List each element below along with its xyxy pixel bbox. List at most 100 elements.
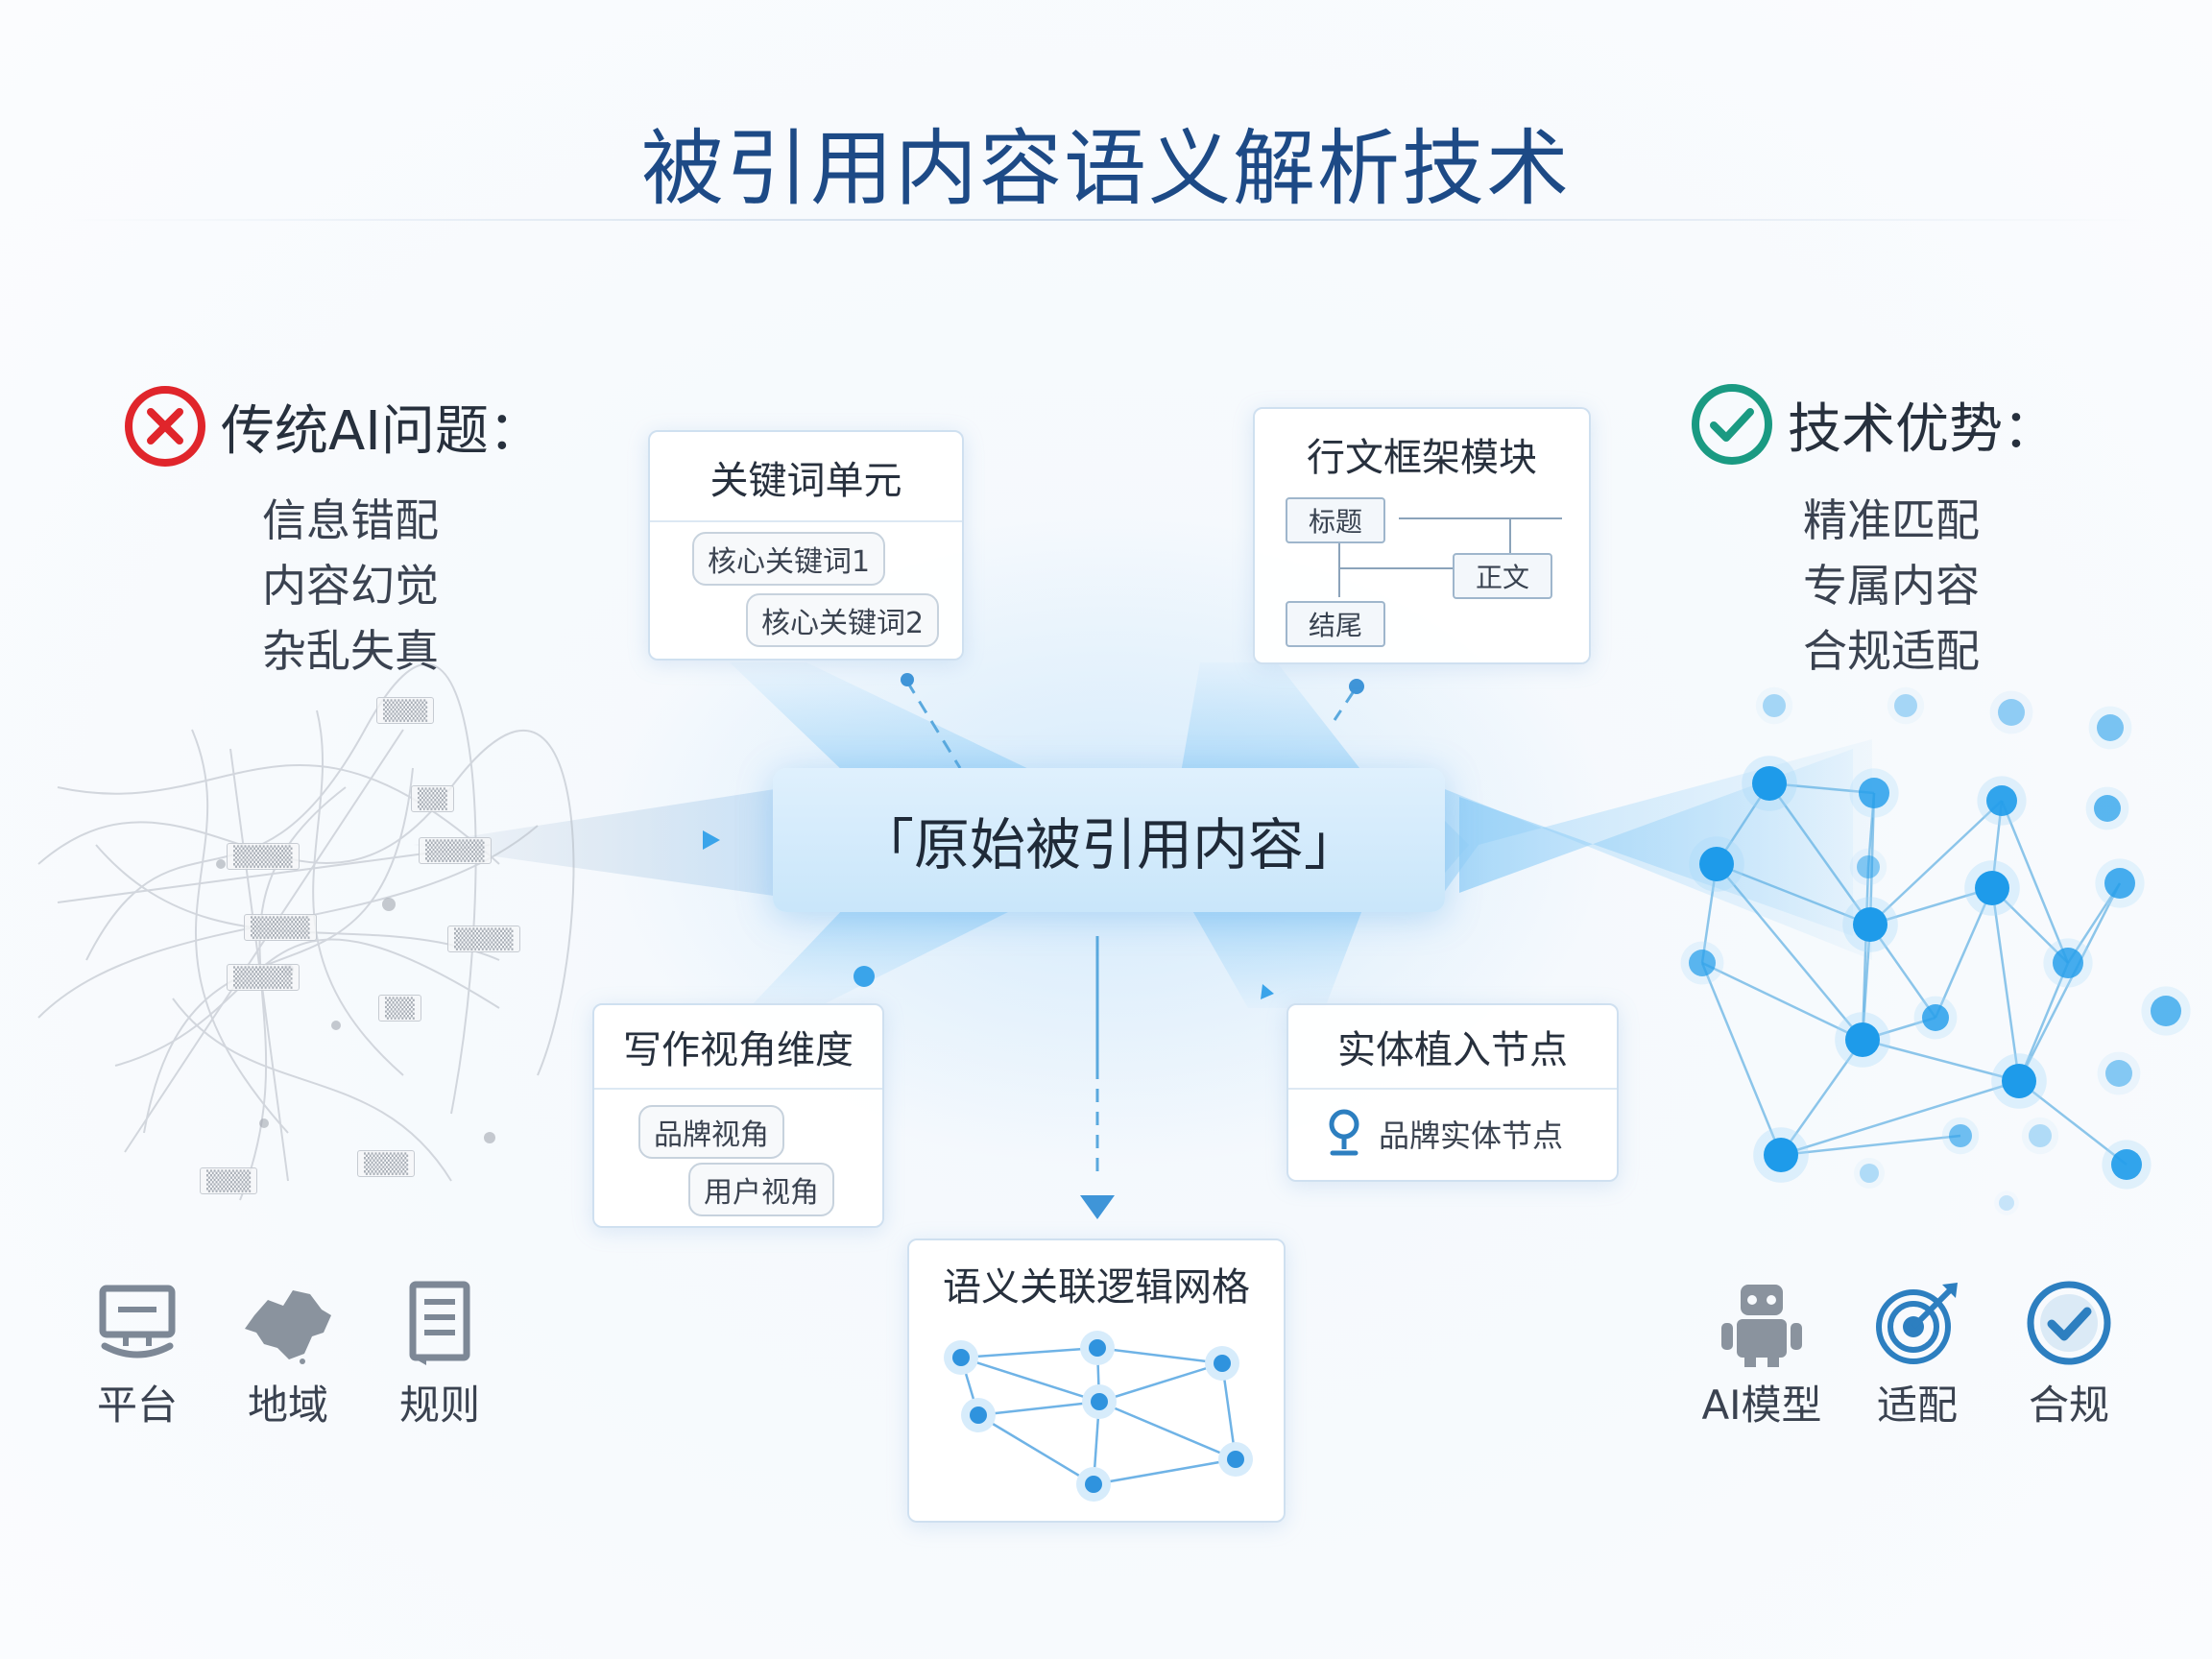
- perspective-pill: 品牌视角: [638, 1105, 784, 1159]
- network-node: [2151, 996, 2181, 1026]
- down-left-beam: [749, 907, 1018, 1008]
- perspective-pill: 用户视角: [688, 1163, 834, 1216]
- network-edge: [1869, 886, 1993, 926]
- ai-model-label: AI模型: [1701, 1382, 1822, 1429]
- down-right-beam: [1190, 907, 1363, 1008]
- network-node: [1689, 950, 1716, 976]
- region-label: 地域: [247, 1382, 328, 1429]
- network-edge: [1990, 887, 2021, 1082]
- network-node: [2111, 1149, 2142, 1180]
- network-node: [1699, 847, 1734, 881]
- network-node: [1894, 694, 1917, 717]
- card-divider: [650, 520, 962, 522]
- problems-list: 信息错配 内容幻觉 杂乱失真: [230, 488, 470, 684]
- platform-item: 平台: [65, 1277, 209, 1431]
- network-node: [1845, 1022, 1880, 1057]
- network-edge: [1768, 781, 1875, 795]
- perspective-title: 写作视角维度: [623, 1028, 854, 1072]
- entity-card: 实体植入节点 品牌实体节点: [1286, 1003, 1619, 1182]
- network-edge: [2017, 882, 2122, 1082]
- compliance-label: 合规: [2028, 1382, 2109, 1429]
- problem-item: 杂乱失真: [262, 625, 439, 677]
- region-item: 地域: [216, 1277, 360, 1431]
- network-edge: [1861, 866, 1870, 1041]
- network-edge: [1716, 862, 1871, 926]
- error-x-icon: [125, 386, 205, 467]
- entity-item: 品牌实体节点: [1327, 1109, 1563, 1159]
- network-edge: [1779, 1039, 1864, 1156]
- noise-tag: ▒▒▒: [376, 697, 435, 724]
- framework-node-ending: 结尾: [1286, 601, 1386, 647]
- network-edge: [1869, 800, 2003, 926]
- network-edge: [1701, 961, 1863, 1042]
- entity-item-label: 品牌实体节点: [1379, 1118, 1564, 1154]
- neural-network: [1680, 686, 2191, 1215]
- page-title: 被引用内容语义解析技术: [641, 121, 1571, 217]
- network-node-halo: [1989, 690, 2033, 734]
- keyword-unit-card: 关键词单元 核心关键词1 核心关键词2: [648, 430, 964, 661]
- semantic-grid-network: [944, 1331, 1253, 1502]
- network-node: [2002, 1064, 2036, 1098]
- entity-title: 实体植入节点: [1337, 1028, 1568, 1072]
- framework-card: 行文框架模块 标题 正文 结尾: [1253, 407, 1591, 664]
- problem-item: 内容幻觉: [262, 560, 439, 612]
- platform-monitor-icon: [99, 1285, 176, 1358]
- original-content-box: 「原始被引用内容」: [773, 768, 1445, 912]
- network-node: [2105, 1060, 2132, 1087]
- network-node-halo: [1755, 686, 1793, 725]
- left-beam-tip: [703, 830, 720, 850]
- advantages-heading-text: 技术优势：: [1788, 397, 2056, 461]
- network-node: [1975, 871, 2009, 905]
- framework-node-title: 标题: [1286, 497, 1386, 543]
- noise-tag: ▒▒▒: [357, 1150, 416, 1177]
- network-edge: [2017, 962, 2070, 1082]
- keyword-unit-title: 关键词单元: [709, 459, 902, 503]
- location-pin-icon: [1329, 1109, 1359, 1156]
- network-edge: [1934, 887, 1994, 1019]
- network-node: [1949, 1124, 1972, 1147]
- check-circle-icon: [1692, 384, 1772, 465]
- network-node: [2104, 868, 2135, 899]
- rules-label: 规则: [398, 1382, 480, 1429]
- card-divider: [594, 1088, 882, 1090]
- semantic-grid-card: 语义关联逻辑网格: [907, 1238, 1286, 1523]
- target-icon: [1876, 1283, 1958, 1364]
- advantage-item: 专属内容: [1803, 560, 1980, 612]
- framework-node-body: 正文: [1453, 553, 1553, 599]
- ai-model-item: AI模型: [1690, 1277, 1834, 1431]
- noise-tag: ▒▒▒▒: [244, 914, 317, 941]
- noise-tag: ▒▒▒▒: [227, 843, 300, 870]
- network-node: [1853, 907, 1887, 942]
- region-map-icon: [245, 1290, 331, 1364]
- advantage-item: 合规适配: [1803, 625, 1980, 677]
- network-node: [2097, 714, 2124, 741]
- network-node: [1986, 785, 2017, 816]
- network-edge: [1991, 887, 2069, 964]
- connectors: [905, 681, 1356, 1181]
- noise-tag: ▒▒▒▒: [419, 837, 492, 864]
- network-node: [1763, 694, 1786, 717]
- framework-tree: [1338, 517, 1562, 597]
- perspective-card: 写作视角维度 品牌视角 用户视角: [592, 1003, 884, 1228]
- problems-heading: 传统AI问题：: [123, 384, 542, 469]
- network-edge: [1716, 863, 1863, 1041]
- network-node: [1999, 1195, 2014, 1211]
- noise-tag: ▒▒: [411, 785, 454, 812]
- network-edge: [2000, 800, 2070, 964]
- network-node-halo: [1887, 686, 1925, 725]
- noise-tag: ▒▒▒: [200, 1167, 258, 1194]
- down-arrow: [1080, 1195, 1115, 1219]
- adapt-item: 适配: [1845, 1277, 1989, 1431]
- network-node: [1857, 855, 1880, 878]
- left-beam: [413, 787, 787, 898]
- noise-tag: ▒▒▒▒: [447, 926, 520, 952]
- advantages-heading: 技术优势：: [1690, 382, 2056, 467]
- platform-label: 平台: [96, 1382, 178, 1429]
- network-node-halo: [1854, 1158, 1885, 1189]
- title-divider: [67, 219, 2145, 221]
- network-node: [1752, 766, 1787, 801]
- network-node: [2029, 1124, 2052, 1147]
- framework-title: 行文框架模块: [1307, 436, 1537, 480]
- network-node-halo: [1994, 1190, 2019, 1215]
- network-edge: [2066, 882, 2122, 964]
